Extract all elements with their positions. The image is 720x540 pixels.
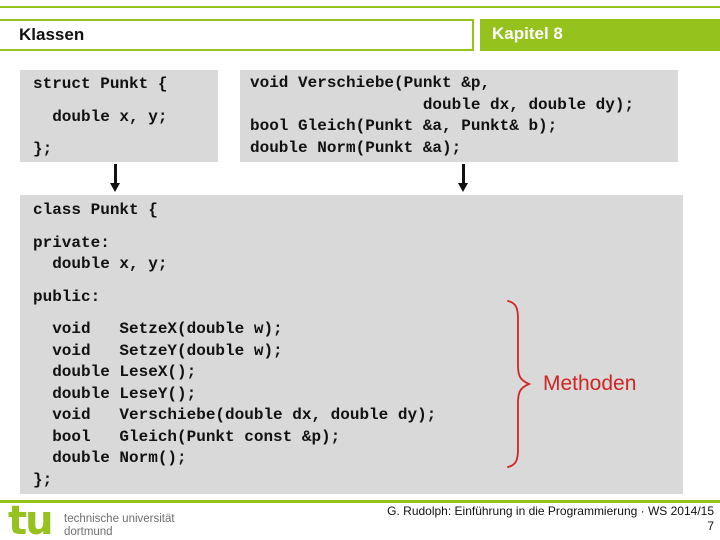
methods-label: Methoden [543, 372, 637, 395]
code-line: }; [33, 470, 53, 489]
class-code-box: class Punkt { private: double x, y; public… [20, 195, 683, 494]
arrow-head [458, 183, 468, 192]
code-line: double x, y; [33, 107, 168, 126]
functions-code-box: void Verschiebe(Punkt &p, double dx, dou… [240, 70, 678, 162]
code-line [33, 308, 683, 319]
code-line: bool Gleich(Punkt const &p); [33, 427, 341, 446]
page-number: 7 [707, 518, 714, 533]
arrow-head [110, 183, 120, 192]
code-line: }; [33, 140, 53, 158]
down-arrow-icon [457, 164, 469, 192]
code-line: public: [33, 287, 101, 306]
struct-code-box: struct Punkt { double x, y;}; [20, 70, 218, 162]
code-line: bool Gleich(Punkt &a, Punkt& b); [250, 117, 558, 135]
code-line: void SetzeY(double w); [33, 341, 283, 360]
code-line: double Norm(); [33, 449, 187, 467]
top-divider [0, 6, 720, 8]
code-line [33, 96, 218, 107]
down-arrow-icon [109, 164, 121, 192]
header-title-bar: Klassen [0, 19, 474, 51]
code-line: double Norm(Punkt &a); [250, 138, 462, 157]
chapter-label: Kapitel 8 [492, 24, 563, 43]
code-line: double LeseX(); [33, 363, 197, 381]
code-line [33, 276, 683, 287]
code-line: void Verschiebe(Punkt &p, [250, 74, 491, 92]
code-line [33, 222, 683, 233]
credit-line: G. Rudolph: Einführung in die Programmie… [387, 504, 714, 518]
tu-dortmund-logo-icon: tu [8, 498, 54, 540]
footer-credit: G. Rudolph: Einführung in die Programmie… [294, 504, 714, 533]
code-line: double x, y; [33, 255, 168, 273]
page-title: Klassen [19, 25, 85, 44]
code-line: double LeseY(); [33, 384, 197, 403]
university-name: technische universität dortmund [64, 513, 175, 538]
code-line: double dx, double dy); [250, 95, 635, 114]
code-line: private: [33, 233, 110, 252]
code-line: void SetzeX(double w); [33, 320, 283, 338]
chapter-badge: Kapitel 8 [480, 19, 720, 51]
footer-divider [0, 500, 720, 503]
curly-brace-icon [507, 300, 532, 468]
code-line: void Verschiebe(double dx, double dy); [33, 406, 437, 424]
arrow-shaft [462, 164, 465, 184]
code-line: struct Punkt { [33, 75, 168, 93]
code-line: class Punkt { [33, 201, 158, 219]
arrow-shaft [114, 164, 117, 184]
code-line [33, 128, 218, 139]
